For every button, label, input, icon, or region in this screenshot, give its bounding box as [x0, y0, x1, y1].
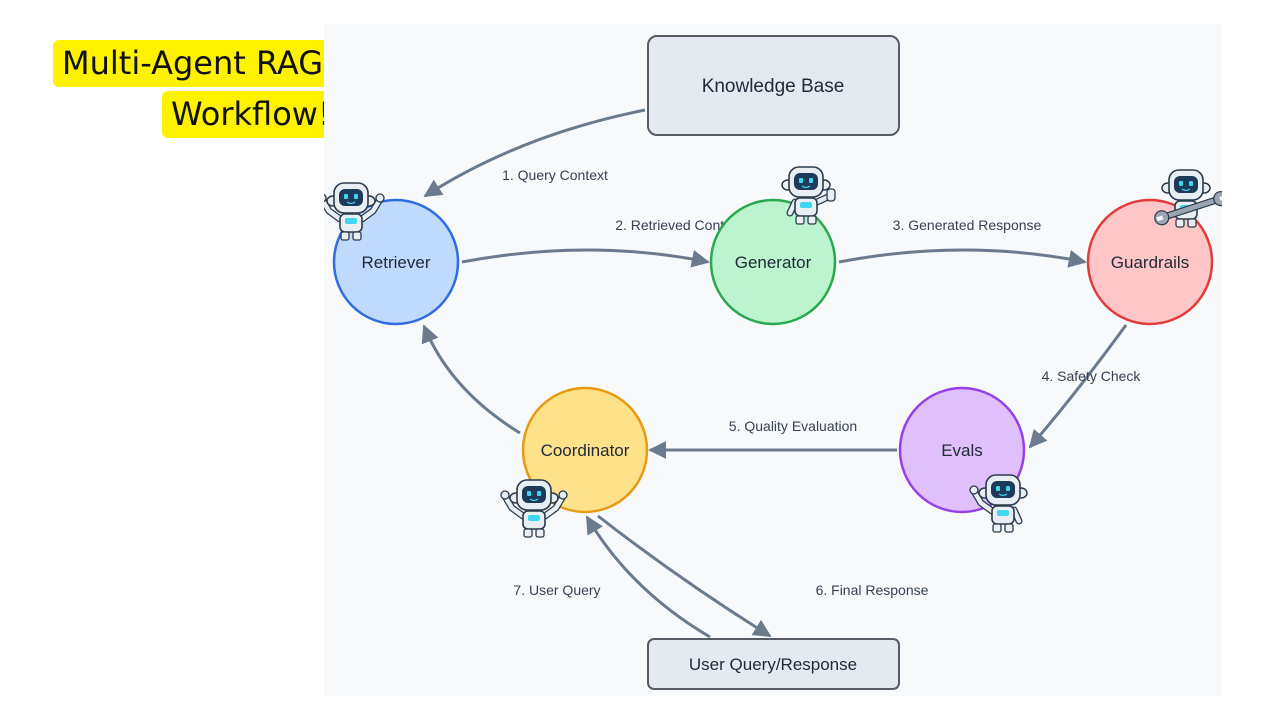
- edge-label-retrieved-context: 2. Retrieved Context: [615, 217, 743, 233]
- edge-label-user-query: 7. User Query: [513, 582, 600, 598]
- arrow-final-response: [597, 514, 772, 638]
- wrench-icon: [1154, 190, 1222, 226]
- knowledge-base-label: Knowledge Base: [702, 76, 845, 97]
- page-title-line-2: Workflow!: [162, 91, 340, 138]
- arrow-query-context: [423, 108, 646, 198]
- edge-label-generated-response: 3. Generated Response: [893, 217, 1042, 233]
- generator-node: Generator: [709, 198, 837, 326]
- arrow-generated-response: [838, 248, 1087, 268]
- retriever-label: Retriever: [362, 253, 431, 272]
- diagram-panel: Knowledge Base User Query/Response 1. Qu…: [324, 24, 1222, 696]
- guardrails-label: Guardrails: [1111, 253, 1189, 272]
- generator-label: Generator: [735, 253, 812, 272]
- generator-robot-icon: [781, 166, 836, 225]
- edge-label-final-response: 6. Final Response: [816, 582, 929, 598]
- workflow-diagram: Knowledge Base User Query/Response 1. Qu…: [324, 35, 1222, 690]
- arrow-user-query: [585, 515, 711, 639]
- coordinator-label: Coordinator: [541, 441, 630, 460]
- arrow-safety-check: [1028, 324, 1128, 449]
- arrow-coordinator-to-retriever: [421, 324, 521, 435]
- evals-label: Evals: [941, 441, 983, 460]
- retriever-node: Retriever: [332, 198, 460, 326]
- user-query-response-label: User Query/Response: [689, 655, 857, 674]
- guardrails-robot-icon: [1154, 169, 1222, 228]
- coordinator-node: Coordinator: [521, 386, 649, 514]
- edge-label-query-context: 1. Query Context: [502, 167, 608, 183]
- user-query-response-box: User Query/Response: [647, 638, 900, 690]
- edge-label-quality-evaluation: 5. Quality Evaluation: [729, 418, 857, 434]
- edge-label-safety-check: 4. Safety Check: [1042, 368, 1142, 384]
- arrow-retrieved-context: [461, 248, 710, 268]
- guardrails-node: Guardrails: [1086, 198, 1214, 326]
- knowledge-base-box: Knowledge Base: [647, 35, 900, 136]
